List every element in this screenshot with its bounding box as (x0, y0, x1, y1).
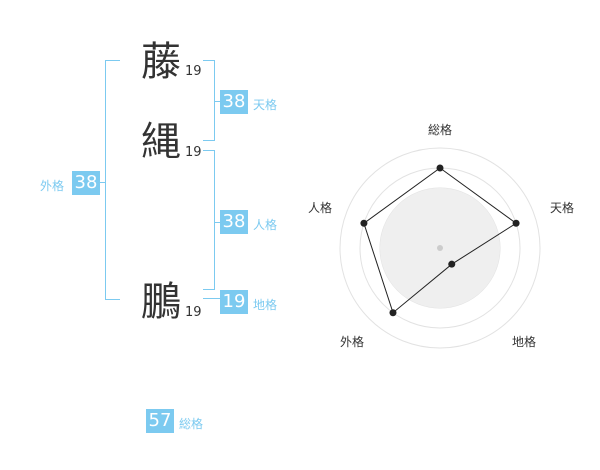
gaikaku-connector (100, 182, 106, 183)
tenkaku-connector (215, 101, 221, 102)
axis-label-gaikaku: 外格 (340, 334, 364, 349)
stroke-count-1: 19 (185, 64, 202, 79)
radar-point (436, 164, 444, 172)
radar-center-dot (437, 245, 443, 251)
radar-point (448, 260, 456, 268)
jinkaku-label: 人格 (253, 218, 278, 232)
chikaku-connector (203, 298, 221, 299)
radar-series-polygon (363, 167, 517, 314)
jinkaku-value: 38 (220, 210, 248, 234)
axis-label-chikaku: 地格 (512, 334, 536, 349)
gaikaku-value: 38 (72, 171, 100, 195)
name-char-2: 縄 (141, 119, 181, 165)
soukaku-value: 57 (146, 409, 174, 433)
chikaku-label: 地格 (253, 298, 278, 312)
tenkaku-label: 天格 (253, 98, 278, 112)
stroke-count-2: 19 (185, 145, 202, 160)
radar-ring (339, 147, 541, 349)
name-char-3: 鵬 (141, 279, 181, 325)
stroke-count-3: 19 (185, 305, 202, 320)
jinkaku-connector (215, 222, 221, 223)
chikaku-value: 19 (220, 290, 248, 314)
radar-point (512, 219, 520, 227)
gaikaku-bracket (105, 60, 120, 300)
radar-point (360, 219, 368, 227)
gaikaku-label: 外格 (40, 179, 65, 193)
axis-label-soukaku: 総格 (428, 122, 452, 137)
tenkaku-bracket (203, 60, 215, 141)
axis-label-jinkaku: 人格 (308, 200, 332, 215)
soukaku-label: 総格 (179, 417, 204, 431)
jinkaku-bracket (203, 150, 215, 290)
tenkaku-value: 38 (220, 90, 248, 114)
radar-point (389, 309, 397, 317)
axis-label-tenkaku: 天格 (550, 200, 574, 215)
name-char-1: 藤 (141, 39, 181, 85)
